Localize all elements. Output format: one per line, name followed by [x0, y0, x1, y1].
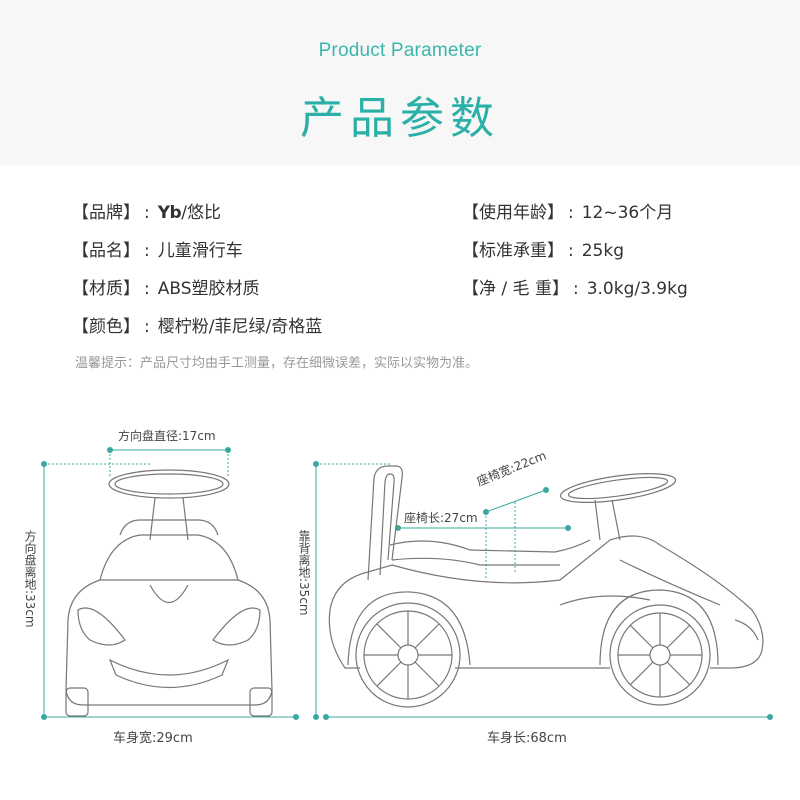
dimension-lines [41, 447, 773, 720]
label-backrest-height: 靠背离地:35cm [297, 530, 311, 616]
param-color-label: 【颜色】 [72, 317, 140, 337]
param-weight-value: 3.0kg/3.9kg [586, 279, 688, 299]
param-material-label: 【材质】 [72, 279, 140, 299]
param-separator: : [568, 203, 574, 223]
measurement-tip: 温馨提示：产品尺寸均由手工测量，存在细微误差，实际以实物为准。 [75, 356, 479, 371]
param-load-value: 25kg [581, 241, 625, 261]
param-material-value: ABS塑胶材质 [157, 279, 260, 299]
param-weight: 【净 / 毛 重】:3.0kg/3.9kg [462, 274, 688, 299]
param-separator: : [144, 203, 150, 223]
subtitle-en: Product Parameter [318, 40, 482, 61]
param-load-label: 【标准承重】 [462, 241, 564, 261]
param-name-label: 【品名】 [72, 241, 140, 261]
side-view-car [328, 465, 764, 708]
front-view-car [65, 469, 273, 717]
param-separator: : [144, 279, 150, 299]
param-separator: : [572, 279, 579, 299]
label-body-width: 车身宽:29cm [113, 731, 193, 746]
param-brand-value: /悠比 [181, 203, 221, 223]
parameter-list: 【品牌】: Yb/悠比 【品名】: 儿童滑行车 【材质】: ABS塑胶材质 【颜色】:… [0, 0, 800, 340]
param-name: 【品名】: 儿童滑行车 [72, 236, 243, 261]
header-band [0, 0, 800, 165]
param-color: 【颜色】: 樱柠粉/菲尼绿/奇格蓝 [72, 312, 322, 337]
param-separator: : [568, 241, 574, 261]
page-title: 产品参数 [300, 93, 500, 144]
param-age-value: 12~36个月 [581, 203, 674, 223]
label-seat-length: 座椅长:27cm [404, 511, 478, 525]
param-brand: 【品牌】: Yb/悠比 [72, 198, 221, 223]
label-steering-diameter: 方向盘直径:17cm [118, 429, 216, 443]
param-age: 【使用年龄】:12~36个月 [462, 198, 673, 223]
param-separator: : [144, 241, 150, 261]
param-color-value: 樱柠粉/菲尼绿/奇格蓝 [157, 317, 323, 337]
label-steering-height: 方向盘离地:33cm [23, 530, 37, 628]
label-body-length: 车身长:68cm [487, 731, 567, 746]
param-material: 【材质】: ABS塑胶材质 [72, 274, 260, 299]
param-weight-label: 【净 / 毛 重】 [462, 279, 569, 299]
param-age-label: 【使用年龄】 [462, 203, 564, 223]
param-name-value: 儿童滑行车 [157, 241, 243, 261]
seat-width-line [485, 489, 547, 513]
param-load: 【标准承重】:25kg [462, 236, 624, 261]
brand-logo: Yb [157, 203, 182, 223]
param-brand-label: 【品牌】 [72, 203, 140, 223]
param-separator: : [144, 317, 150, 337]
